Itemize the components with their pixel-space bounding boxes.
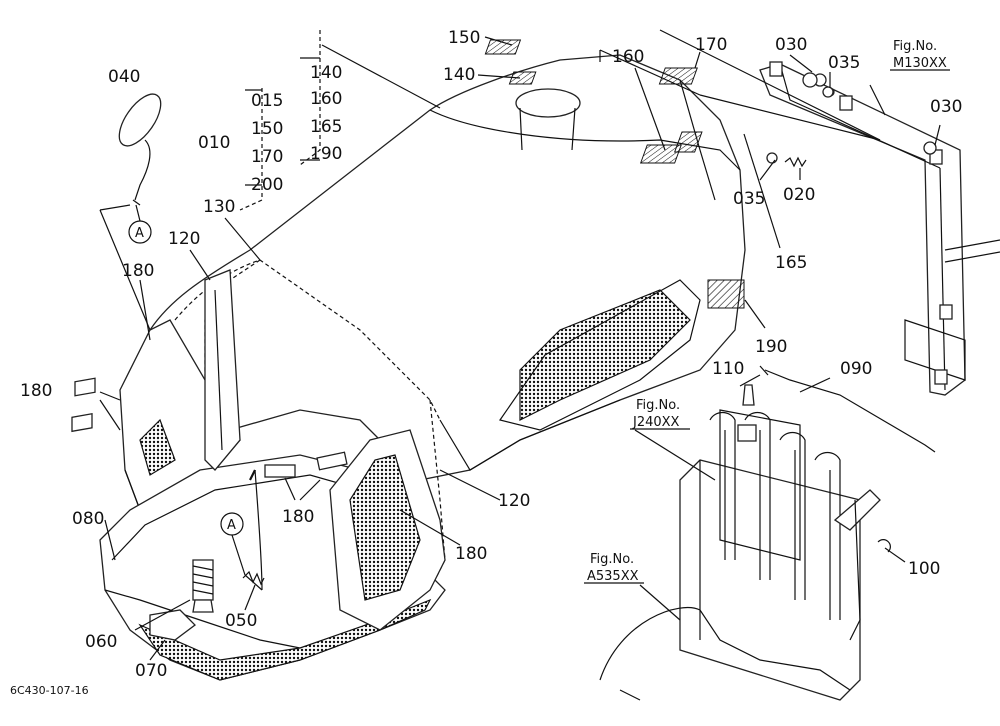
- label-090: 090: [840, 359, 872, 379]
- label-080: 080: [72, 509, 104, 529]
- label-050: 050: [225, 611, 257, 631]
- decal-170: [658, 67, 698, 85]
- center-strut: [204, 269, 241, 471]
- label-160: 160: [612, 47, 644, 67]
- fig-j240-code: J240XX: [632, 415, 680, 430]
- label-160a: 160: [310, 89, 342, 109]
- label-120a: 120: [168, 229, 200, 249]
- label-180a: 180: [122, 261, 154, 281]
- label-200: 200: [251, 175, 283, 195]
- label-020: 020: [783, 185, 815, 205]
- pads-180: [71, 377, 348, 478]
- part-040-plate: [118, 93, 162, 206]
- label-190a: 190: [310, 144, 342, 164]
- label-030b: 030: [930, 97, 962, 117]
- fig-j240-title: Fig.No.: [636, 398, 680, 413]
- label-180b: 180: [20, 381, 52, 401]
- label-015: 015: [251, 91, 283, 111]
- fig-m130-code: M130XX: [893, 56, 947, 71]
- label-130: 130: [203, 197, 235, 217]
- frame-bracket-m130: [759, 61, 1000, 396]
- label-170: 170: [695, 35, 727, 55]
- decal-160: [639, 144, 682, 164]
- label-030a: 030: [775, 35, 807, 55]
- label-140a: 140: [310, 63, 342, 83]
- label-140: 140: [443, 65, 475, 85]
- label-180d: 180: [455, 544, 487, 564]
- label-070: 070: [135, 661, 167, 681]
- part-070-bracket: [149, 609, 196, 641]
- label-190: 190: [755, 337, 787, 357]
- label-150a: 150: [251, 119, 283, 139]
- radiator-assembly: [679, 384, 881, 701]
- marker-a-bottom: A: [220, 512, 244, 536]
- label-010: 010: [198, 133, 230, 153]
- label-035b: 035: [733, 189, 765, 209]
- part-060-spring: [192, 559, 214, 613]
- svg-text:A: A: [135, 226, 144, 241]
- decal-165: [673, 131, 703, 153]
- leader-lines: [99, 29, 941, 661]
- fig-a535-code: A535XX: [587, 569, 639, 584]
- decal-190: [707, 279, 745, 309]
- decal-group: [484, 39, 745, 309]
- label-120b: 120: [498, 491, 530, 511]
- label-150: 150: [448, 28, 480, 48]
- label-165: 165: [775, 253, 807, 273]
- decal-150: [484, 39, 522, 55]
- label-100: 100: [908, 559, 940, 579]
- base-a535: [599, 606, 851, 701]
- label-165a: 165: [310, 117, 342, 137]
- svg-text:A: A: [227, 518, 236, 533]
- rod-090: [764, 369, 936, 453]
- label-060: 060: [85, 632, 117, 652]
- label-040: 040: [108, 67, 140, 87]
- label-170a: 170: [251, 147, 283, 167]
- label-035a: 035: [828, 53, 860, 73]
- drawing-id: 6C430-107-16: [10, 684, 89, 697]
- side-grille-lower: [329, 429, 446, 631]
- label-110: 110: [712, 359, 744, 379]
- fig-m130-title: Fig.No.: [893, 39, 937, 54]
- marker-a-top: A: [128, 220, 152, 244]
- label-180c: 180: [282, 507, 314, 527]
- fig-a535-title: Fig.No.: [590, 552, 634, 567]
- clip-100: [877, 539, 891, 553]
